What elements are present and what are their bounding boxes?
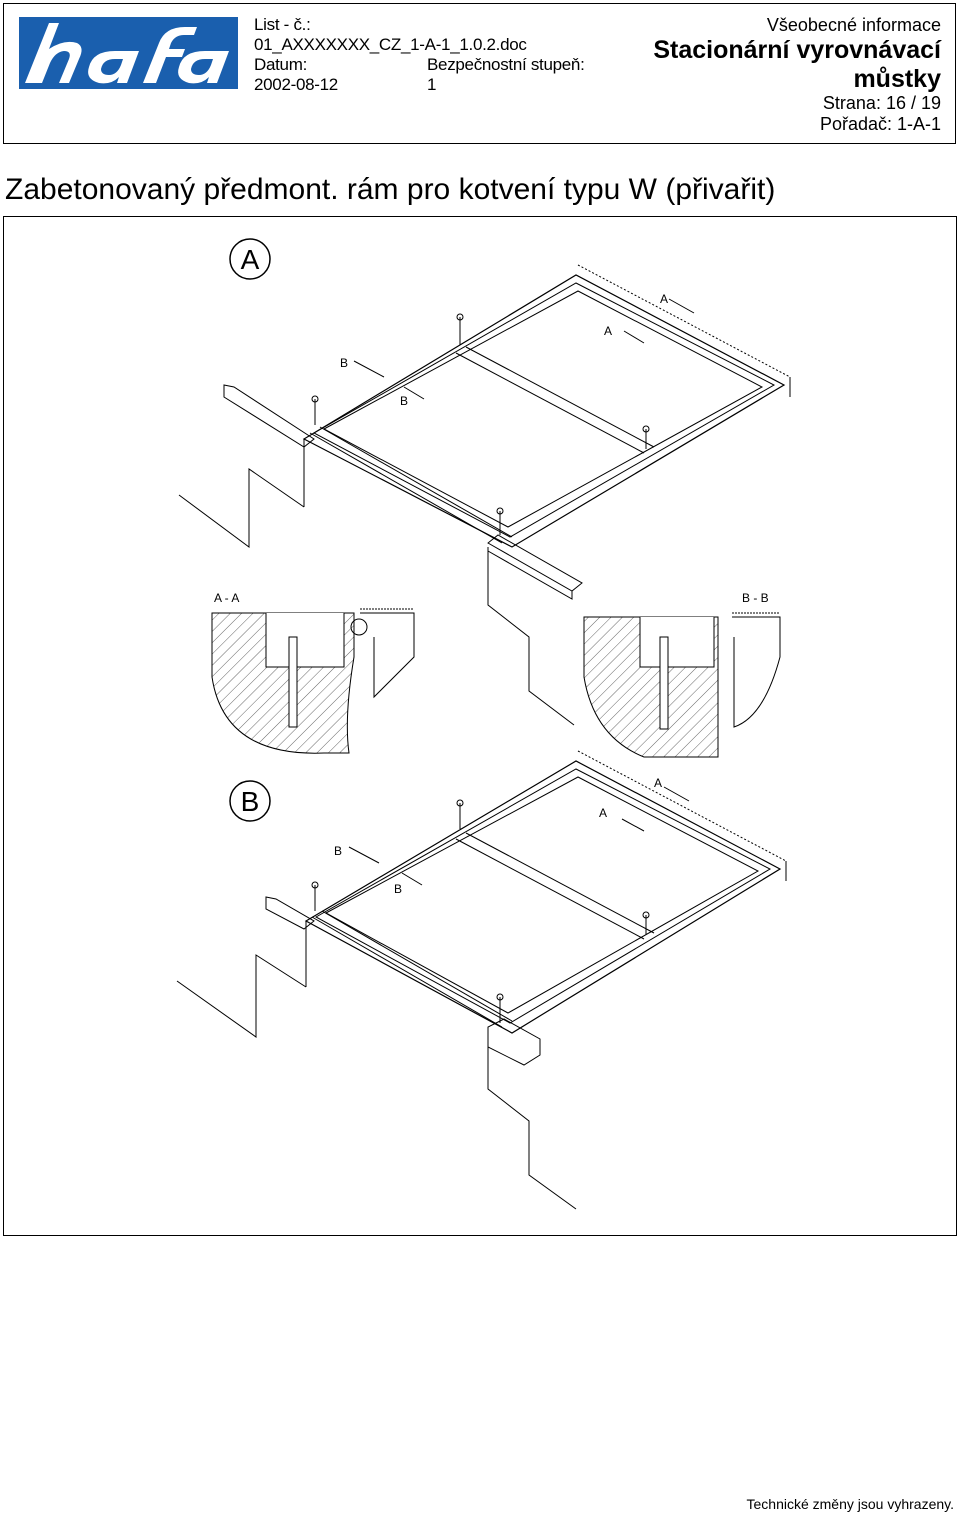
cut-b-upper-b: B (334, 844, 342, 858)
view-b-label: B (241, 786, 260, 817)
document-meta: List - č.: 01_AXXXXXXX_CZ_1-A-1_1.0.2.do… (254, 15, 585, 95)
cut-a-lower-b: A (599, 806, 607, 820)
section-a-label: A - A (214, 591, 239, 605)
date-value: 2002-08-12 (254, 75, 338, 94)
technical-drawing: A A A (176, 238, 791, 1210)
technical-drawing-frame: A A A (3, 216, 957, 1236)
page-number: Strana: 16 / 19 (822, 93, 941, 113)
view-b-drawing: B A A B B (176, 750, 787, 1210)
date-label: Datum: (254, 55, 307, 74)
view-a-drawing: A A A (178, 238, 791, 726)
cut-a-upper: A (660, 292, 668, 306)
hafa-logo: hafa (19, 17, 238, 89)
view-a-label: A (241, 244, 260, 275)
sheet-label: List - č.: (254, 15, 311, 34)
sheet-number: 01_AXXXXXXX_CZ_1-A-1_1.0.2.doc (254, 35, 527, 54)
document-title-line2: můstky (853, 65, 941, 93)
safety-value: 1 (427, 75, 437, 94)
category: Všeobecné informace (766, 15, 941, 35)
safety-label: Bezpečnostní stupeň: (427, 55, 585, 74)
cut-b-lower: B (400, 394, 408, 408)
footer-note: Technické změny jsou vyhrazeny. (746, 1496, 955, 1512)
cut-b-upper: B (340, 356, 348, 370)
document-header: hafa List - č.: 01_AXXXXXXX_CZ_1-A-1_1.0… (3, 3, 956, 144)
cut-a-upper-b: A (654, 776, 662, 790)
cut-a-lower: A (604, 324, 612, 338)
section-a-a: A - A (211, 591, 415, 754)
section-b-b: B - B (583, 591, 781, 758)
section-b-label: B - B (742, 591, 769, 605)
document-title-line1: Stacionární vyrovnávací (653, 36, 941, 64)
cut-b-lower-b: B (394, 882, 402, 896)
page-heading: Zabetonovaný předmont. rám pro kotvení t… (5, 173, 776, 206)
binder: Pořadač: 1-A-1 (819, 114, 941, 134)
document-info: Všeobecné informace Stacionární vyrovnáv… (653, 15, 941, 135)
